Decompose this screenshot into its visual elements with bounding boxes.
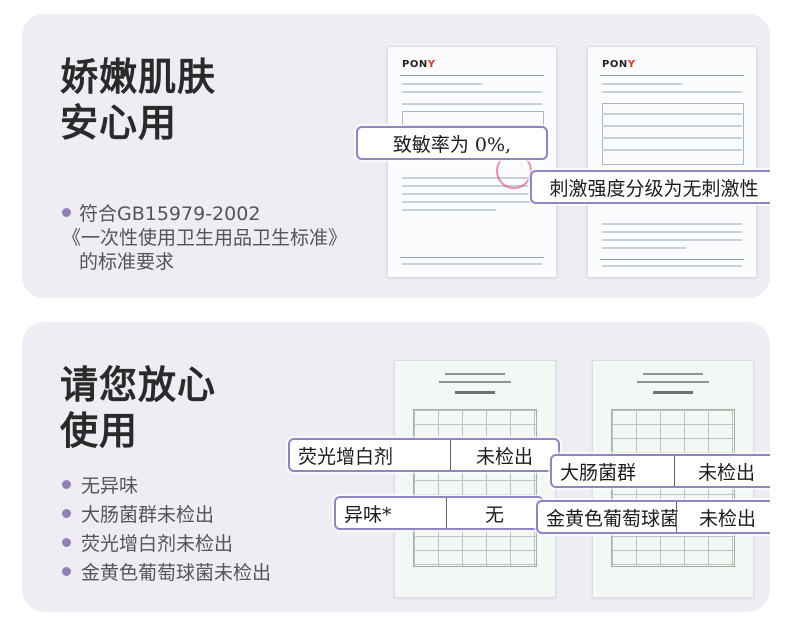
skin-safety-panel: 娇嫩肌肤 安心用 符合GB15979-2002 《一次性使用卫生用品卫生标准》 … bbox=[22, 14, 770, 298]
callout-result: 未检出 bbox=[674, 456, 770, 486]
divider bbox=[400, 257, 544, 258]
divider bbox=[600, 259, 744, 260]
table bbox=[602, 103, 744, 165]
description-line: 符合GB15979-2002 bbox=[62, 202, 347, 226]
callout-item: 大肠菌群 bbox=[560, 461, 637, 484]
text-line bbox=[602, 231, 742, 233]
text-line bbox=[445, 373, 505, 375]
callout-result: 无 bbox=[446, 498, 542, 528]
callout-item: 金黄色葡萄球菌 bbox=[546, 507, 680, 530]
divider bbox=[600, 75, 744, 76]
text-line bbox=[402, 177, 542, 179]
list-item-text: 无异味 bbox=[81, 475, 139, 497]
inspection-report-image bbox=[592, 360, 754, 598]
bullet-dot-icon bbox=[62, 509, 71, 518]
section-heading: 娇嫩肌肤 安心用 bbox=[60, 54, 216, 146]
staphylococcus-callout: 金黄色葡萄球菌 未检出 bbox=[536, 500, 770, 534]
report-table bbox=[611, 409, 735, 567]
text-line bbox=[402, 91, 542, 93]
fluorescent-agent-callout: 荧光增白剂 未检出 bbox=[288, 438, 560, 472]
feature-list: 无异味 大肠菌群未检出 荧光增白剂未检出 金黄色葡萄球菌未检出 bbox=[62, 472, 271, 588]
bullet-dot-icon bbox=[62, 538, 71, 547]
text-line bbox=[402, 263, 542, 265]
text-line bbox=[602, 247, 686, 249]
sensitization-rate-callout: 致敏率为 0%, bbox=[356, 126, 548, 160]
text-line bbox=[602, 91, 742, 93]
report-logo: PONY bbox=[402, 59, 435, 70]
report-logo: PONY bbox=[602, 59, 635, 70]
callout-text: 致敏率为 0%, bbox=[392, 133, 512, 156]
divider bbox=[400, 75, 544, 76]
heading-line: 安心用 bbox=[60, 101, 178, 145]
irritation-level-callout: 刺激强度分级为无刺激性 bbox=[530, 170, 770, 204]
text-line bbox=[602, 265, 742, 267]
bullet-dot-icon bbox=[62, 480, 71, 489]
callout-item: 荧光增白剂 bbox=[298, 445, 394, 468]
test-report-image: PONY bbox=[387, 46, 557, 278]
callout-result: 未检出 bbox=[450, 440, 558, 470]
coliform-callout: 大肠菌群 未检出 bbox=[550, 454, 770, 488]
inspection-report-image bbox=[394, 360, 556, 598]
list-item-text: 大肠菌群未检出 bbox=[81, 504, 215, 526]
logo-text: PON bbox=[402, 59, 428, 70]
bullet-dot-icon bbox=[62, 208, 71, 217]
test-report-image: PONY bbox=[587, 46, 757, 278]
description-line: 《一次性使用卫生用品卫生标准》 bbox=[62, 226, 347, 250]
list-item-text: 金黄色葡萄球菌未检出 bbox=[81, 562, 272, 584]
heading-line: 使用 bbox=[60, 409, 139, 453]
text-line bbox=[439, 381, 511, 383]
description-text: 符合GB15979-2002 bbox=[79, 203, 261, 225]
text-line bbox=[637, 381, 709, 383]
text-line bbox=[602, 125, 742, 127]
text-line bbox=[602, 239, 742, 241]
list-item: 大肠菌群未检出 bbox=[62, 501, 271, 530]
text-line bbox=[643, 373, 703, 375]
report-table bbox=[413, 409, 537, 567]
heading-line: 请您放心 bbox=[60, 363, 217, 407]
callout-text: 刺激强度分级为无刺激性 bbox=[549, 177, 759, 200]
list-item: 金黄色葡萄球菌未检出 bbox=[62, 559, 271, 588]
text-line bbox=[402, 193, 542, 195]
logo-mark: Y bbox=[627, 59, 636, 70]
bullet-dot-icon bbox=[62, 567, 71, 576]
text-line bbox=[602, 137, 742, 139]
callout-item: 异味* bbox=[344, 503, 392, 526]
list-item-text: 荧光增白剂未检出 bbox=[81, 533, 234, 555]
list-item: 无异味 bbox=[62, 472, 271, 501]
use-safety-panel: 请您放心 使用 无异味 大肠菌群未检出 荧光增白剂未检出 金黄色葡萄球菌未检出 … bbox=[22, 322, 770, 612]
heading-line: 娇嫩肌肤 bbox=[60, 55, 217, 99]
text-line bbox=[402, 185, 542, 187]
description-text: 的标准要求 bbox=[79, 251, 175, 273]
description-line: 的标准要求 bbox=[62, 250, 347, 274]
standard-description: 符合GB15979-2002 《一次性使用卫生用品卫生标准》 的标准要求 bbox=[62, 202, 347, 274]
text-line bbox=[402, 209, 496, 211]
description-text: 《一次性使用卫生用品卫生标准》 bbox=[62, 227, 348, 249]
odor-callout: 异味* 无 bbox=[334, 496, 544, 530]
text-line bbox=[402, 83, 482, 85]
section-heading: 请您放心 使用 bbox=[60, 362, 216, 454]
text-line bbox=[653, 391, 693, 394]
text-line bbox=[602, 83, 682, 85]
text-line bbox=[602, 149, 742, 151]
text-line bbox=[602, 113, 742, 115]
text-line bbox=[402, 103, 542, 105]
list-item: 荧光增白剂未检出 bbox=[62, 530, 271, 559]
logo-mark: Y bbox=[427, 59, 436, 70]
callout-result: 未检出 bbox=[676, 502, 770, 532]
text-line bbox=[402, 201, 542, 203]
logo-text: PON bbox=[602, 59, 628, 70]
text-line bbox=[602, 223, 742, 225]
text-line bbox=[455, 391, 495, 394]
